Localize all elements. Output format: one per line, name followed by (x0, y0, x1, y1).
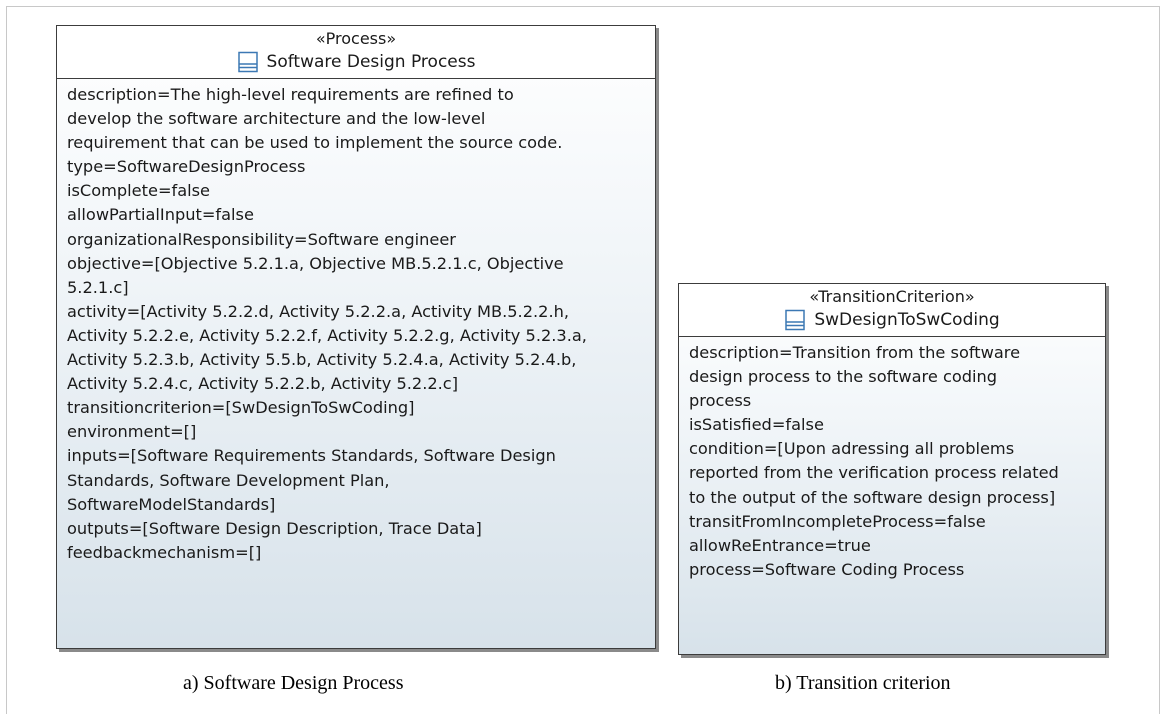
attribute-line: description=The high-level requirements … (67, 85, 514, 104)
attribute-line: Activity 5.2.3.b, Activity 5.5.b, Activi… (67, 350, 577, 370)
attribute-line: allowPartialInput=false (67, 205, 254, 225)
transition-attributes: description=Transition from the software… (679, 337, 1105, 582)
attribute-line: type=SoftwareDesignProcess (67, 157, 306, 177)
attribute-line: transitFromIncompleteProcess=false (689, 511, 986, 531)
attribute-line: Standards, Software Development Plan, (67, 470, 390, 490)
class-icon (237, 51, 258, 73)
attribute-line: develop the software architecture and th… (67, 109, 486, 129)
attribute-line: Activity 5.2.2.e, Activity 5.2.2.f, Acti… (67, 325, 587, 345)
attribute-line: feedbackmechanism=[] (67, 542, 262, 562)
attribute-line: design process to the software coding (689, 367, 998, 387)
attribute-line: transitioncriterion=[SwDesignToSwCoding] (67, 398, 415, 418)
transition-criterion-class-box[interactable]: «TransitionCriterion» SwDesignToSwCoding… (678, 283, 1106, 655)
attribute-line: SoftwareModelStandards] (67, 494, 276, 514)
attribute-line: allowReEntrance=true (689, 535, 871, 555)
caption-transition-criterion: b) Transition criterion (775, 672, 951, 694)
process-class-box[interactable]: «Process» Software Design Process descri… (56, 25, 656, 649)
attribute-line: inputs=[Software Requirements Standards,… (67, 446, 556, 466)
attribute-line: requirement that can be used to implemen… (67, 133, 563, 153)
process-attributes: description=The high-level requirements … (57, 79, 655, 565)
attribute-line: reported from the verification process r… (689, 463, 1059, 483)
attribute-line: to the output of the software design pro… (689, 487, 1056, 507)
process-stereotype: «Process» (315, 29, 397, 48)
process-class-name: Software Design Process (266, 52, 476, 72)
transition-class-header: «TransitionCriterion» SwDesignToSwCoding (679, 284, 1105, 337)
figure-frame (6, 6, 1160, 714)
attribute-line: process=Software Coding Process (689, 559, 965, 579)
attribute-line: outputs=[Software Design Description, Tr… (67, 518, 482, 538)
transition-stereotype: «TransitionCriterion» (809, 287, 975, 306)
attribute-line: objective=[Objective 5.2.1.a, Objective … (67, 253, 564, 273)
attribute-line: isComplete=false (67, 181, 211, 201)
attribute-line: process (689, 391, 752, 411)
attribute-line: 5.2.1.c] (67, 277, 129, 297)
process-name-row: Software Design Process (57, 50, 655, 74)
attribute-line: condition=[Upon adressing all problems (689, 439, 1015, 459)
attribute-line: Activity 5.2.4.c, Activity 5.2.2.b, Acti… (67, 374, 459, 394)
class-icon (785, 309, 806, 331)
process-class-header: «Process» Software Design Process (57, 26, 655, 79)
transition-name-row: SwDesignToSwCoding (679, 308, 1105, 332)
caption-software-design-process: a) Software Design Process (183, 672, 404, 694)
attribute-line: isSatisfied=false (689, 415, 824, 435)
attribute-line: activity=[Activity 5.2.2.d, Activity 5.2… (67, 301, 569, 321)
attribute-line: environment=[] (67, 422, 197, 442)
attribute-line: description=Transition from the software (689, 343, 1021, 362)
attribute-line: organizationalResponsibility=Software en… (67, 229, 456, 249)
transition-class-name: SwDesignToSwCoding (814, 310, 1000, 330)
